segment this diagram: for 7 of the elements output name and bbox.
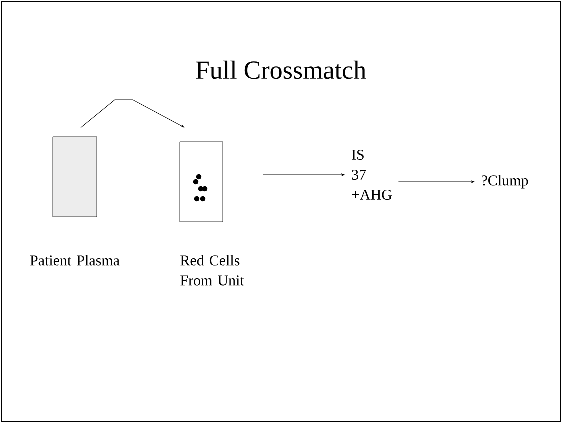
tube-caption: Red Cells From Unit bbox=[180, 255, 244, 286]
test-tube bbox=[52, 136, 98, 218]
tube-caption: Patient Plasma bbox=[30, 255, 120, 266]
step-text: ?Clump bbox=[482, 175, 528, 189]
test-tube bbox=[180, 142, 224, 222]
step-text: IS 37 +AHG bbox=[352, 150, 392, 200]
title: Full Crossmatch bbox=[196, 60, 366, 80]
